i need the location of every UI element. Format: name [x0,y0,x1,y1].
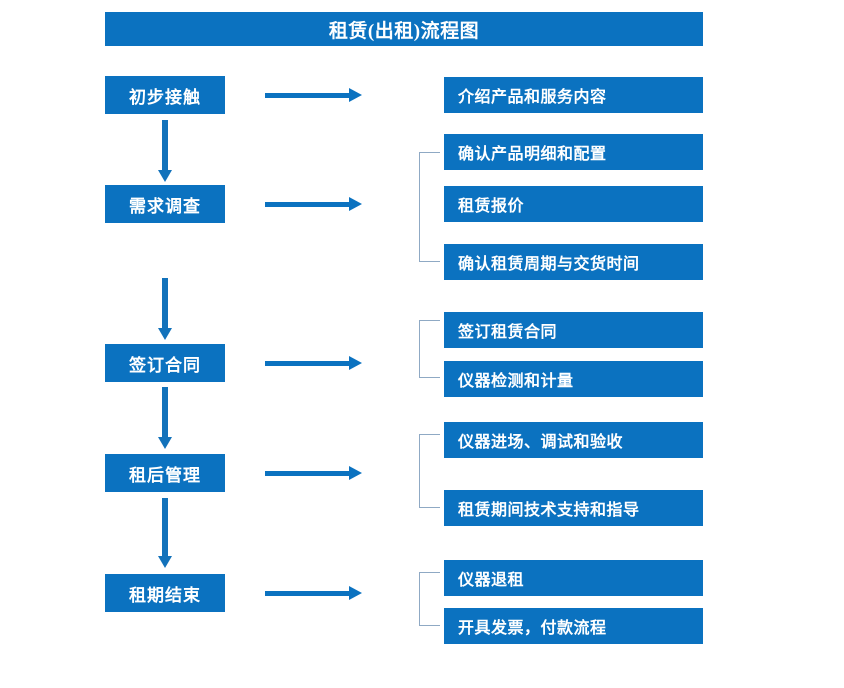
arrow-shaft [265,202,351,207]
arrow-shaft [265,591,351,596]
flow-arrow-down-3 [158,387,172,449]
arrow-head [158,437,172,449]
stage-box-2[interactable]: 需求调查 [105,185,225,223]
arrow-shaft [162,387,168,438]
detail-box-5-1[interactable]: 仪器退租 [444,560,703,596]
arrow-head [349,356,362,370]
group-bracket-3 [419,320,440,378]
detail-box-1-1[interactable]: 介绍产品和服务内容 [444,77,703,113]
detail-box-2-1[interactable]: 确认产品明细和配置 [444,134,703,170]
arrow-shaft [265,361,351,366]
detail-box-2-3[interactable]: 确认租赁周期与交货时间 [444,244,703,280]
arrow-head [349,197,362,211]
detail-arrow-right-1 [265,88,362,102]
detail-box-3-2[interactable]: 仪器检测和计量 [444,361,703,397]
detail-box-2-2[interactable]: 租赁报价 [444,186,703,222]
group-bracket-4 [419,434,440,508]
arrow-head [349,466,362,480]
arrow-head [158,556,172,568]
detail-box-3-1[interactable]: 签订租赁合同 [444,312,703,348]
group-bracket-5 [419,572,440,626]
stage-box-1[interactable]: 初步接触 [105,76,225,114]
detail-box-4-2[interactable]: 租赁期间技术支持和指导 [444,490,703,526]
flow-arrow-down-1 [158,120,172,182]
arrow-shaft [162,498,168,557]
arrow-head [349,88,362,102]
arrow-shaft [265,93,351,98]
flow-arrow-down-2 [158,278,172,340]
detail-arrow-right-4 [265,466,362,480]
detail-arrow-right-5 [265,586,362,600]
flow-arrow-down-4 [158,498,172,568]
stage-box-5[interactable]: 租期结束 [105,574,225,612]
detail-box-5-2[interactable]: 开具发票，付款流程 [444,608,703,644]
arrow-shaft [162,120,168,171]
detail-box-4-1[interactable]: 仪器进场、调试和验收 [444,422,703,458]
arrow-shaft [162,278,168,329]
flowchart-title: 租赁(出租)流程图 [105,12,703,46]
arrow-head [158,170,172,182]
stage-box-3[interactable]: 签订合同 [105,344,225,382]
stage-box-4[interactable]: 租后管理 [105,454,225,492]
arrow-head [158,328,172,340]
group-bracket-2 [419,152,440,262]
detail-arrow-right-3 [265,356,362,370]
detail-arrow-right-2 [265,197,362,211]
arrow-shaft [265,471,351,476]
arrow-head [349,586,362,600]
